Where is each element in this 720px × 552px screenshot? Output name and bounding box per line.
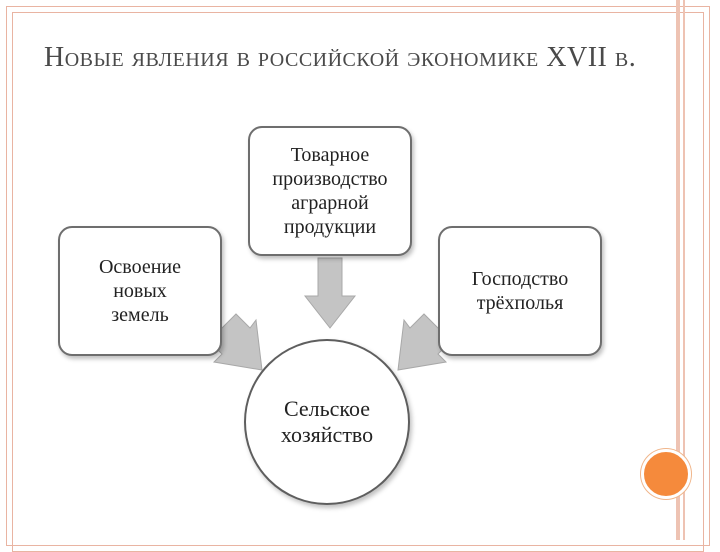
arrows	[209, 257, 451, 371]
diagram: Товарное производство аграрной продукции…	[58, 126, 602, 505]
box-three-field: Господство трёхполья	[438, 226, 602, 356]
box-new-lands: Освоение новых земель	[58, 226, 222, 356]
arrow-top-to-center	[303, 257, 357, 329]
center-agriculture: Сельское хозяйство	[244, 339, 410, 505]
accent-circle	[641, 449, 691, 499]
box-commodity-production: Товарное производство аграрной продукции	[248, 126, 412, 256]
slide-title: Новые явления в российской экономике XVI…	[44, 42, 637, 73]
decorative-rule	[676, 0, 680, 540]
decorative-rule-thin	[683, 0, 685, 540]
